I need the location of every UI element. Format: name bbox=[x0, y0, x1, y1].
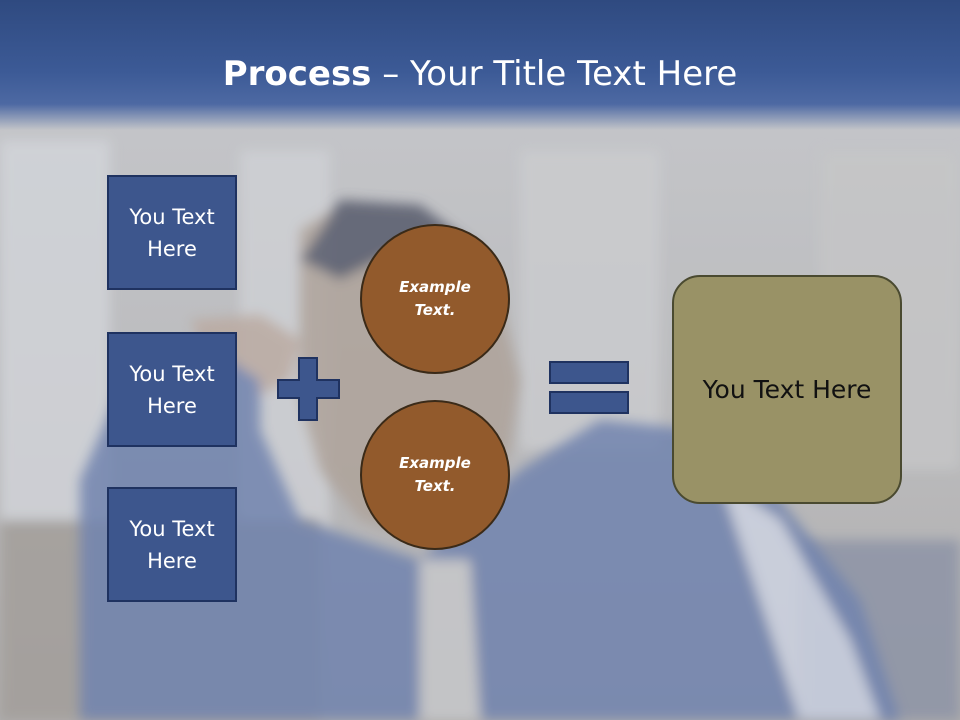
text-box-1: You Text Here bbox=[107, 175, 237, 290]
title-rest: – Your Title Text Here bbox=[371, 54, 738, 94]
example-circle-1: Example Text. bbox=[360, 224, 510, 374]
equals-icon bbox=[549, 361, 629, 414]
title-bar bbox=[0, 0, 960, 130]
text-box-3: You Text Here bbox=[107, 487, 237, 602]
circle-label-2: Example Text. bbox=[399, 454, 471, 495]
plus-icon bbox=[277, 357, 340, 421]
title-bold: Process bbox=[222, 54, 372, 94]
circle-label-1: Example Text. bbox=[399, 278, 471, 319]
text-box-2: You Text Here bbox=[107, 332, 237, 447]
slide-title: Process – Your Title Text Here bbox=[0, 52, 960, 96]
result-box: You Text Here bbox=[672, 275, 902, 504]
example-circle-2: Example Text. bbox=[360, 400, 510, 550]
